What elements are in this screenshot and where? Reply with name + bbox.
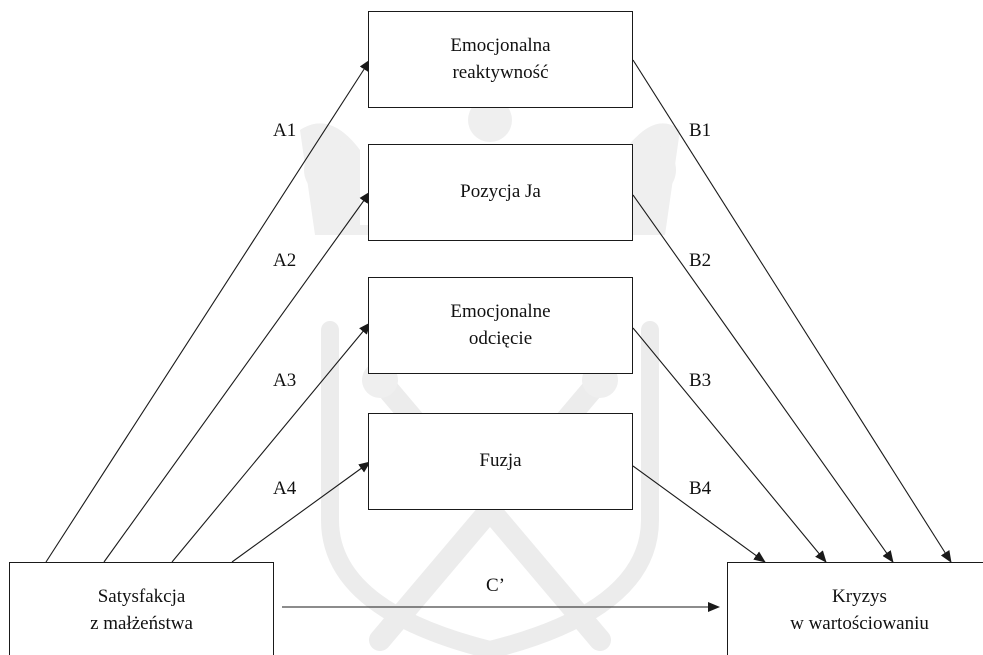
label-b4: B4 [689,478,712,499]
arrow-a4 [231,461,371,563]
node-emotional-reactivity: Emocjonalna reaktywność [368,11,633,108]
label-b2: B2 [689,250,712,271]
arrow-a2 [103,191,371,563]
node-i-position: Pozycja Ja [368,144,633,241]
node-marital-satisfaction: Satysfakcja z małżeństwa [9,562,274,655]
arrow-b3 [632,327,827,563]
label-a1: A1 [273,120,297,141]
arrow-b1 [632,59,952,563]
label-a3: A3 [273,370,297,391]
node-fusion: Fuzja [368,413,633,510]
label-c: C’ [486,575,505,596]
label-a4: A4 [273,478,297,499]
arrow-a1 [45,59,371,563]
node-emotional-cutoff: Emocjonalne odcięcie [368,277,633,374]
node-valuation-crisis: Kryzys w wartościowaniu [727,562,983,655]
arrow-b2 [632,194,894,563]
arrow-b4 [632,465,766,563]
label-b1: B1 [689,120,712,141]
label-b3: B3 [689,370,712,391]
arrow-a3 [171,322,371,563]
label-a2: A2 [273,250,297,271]
